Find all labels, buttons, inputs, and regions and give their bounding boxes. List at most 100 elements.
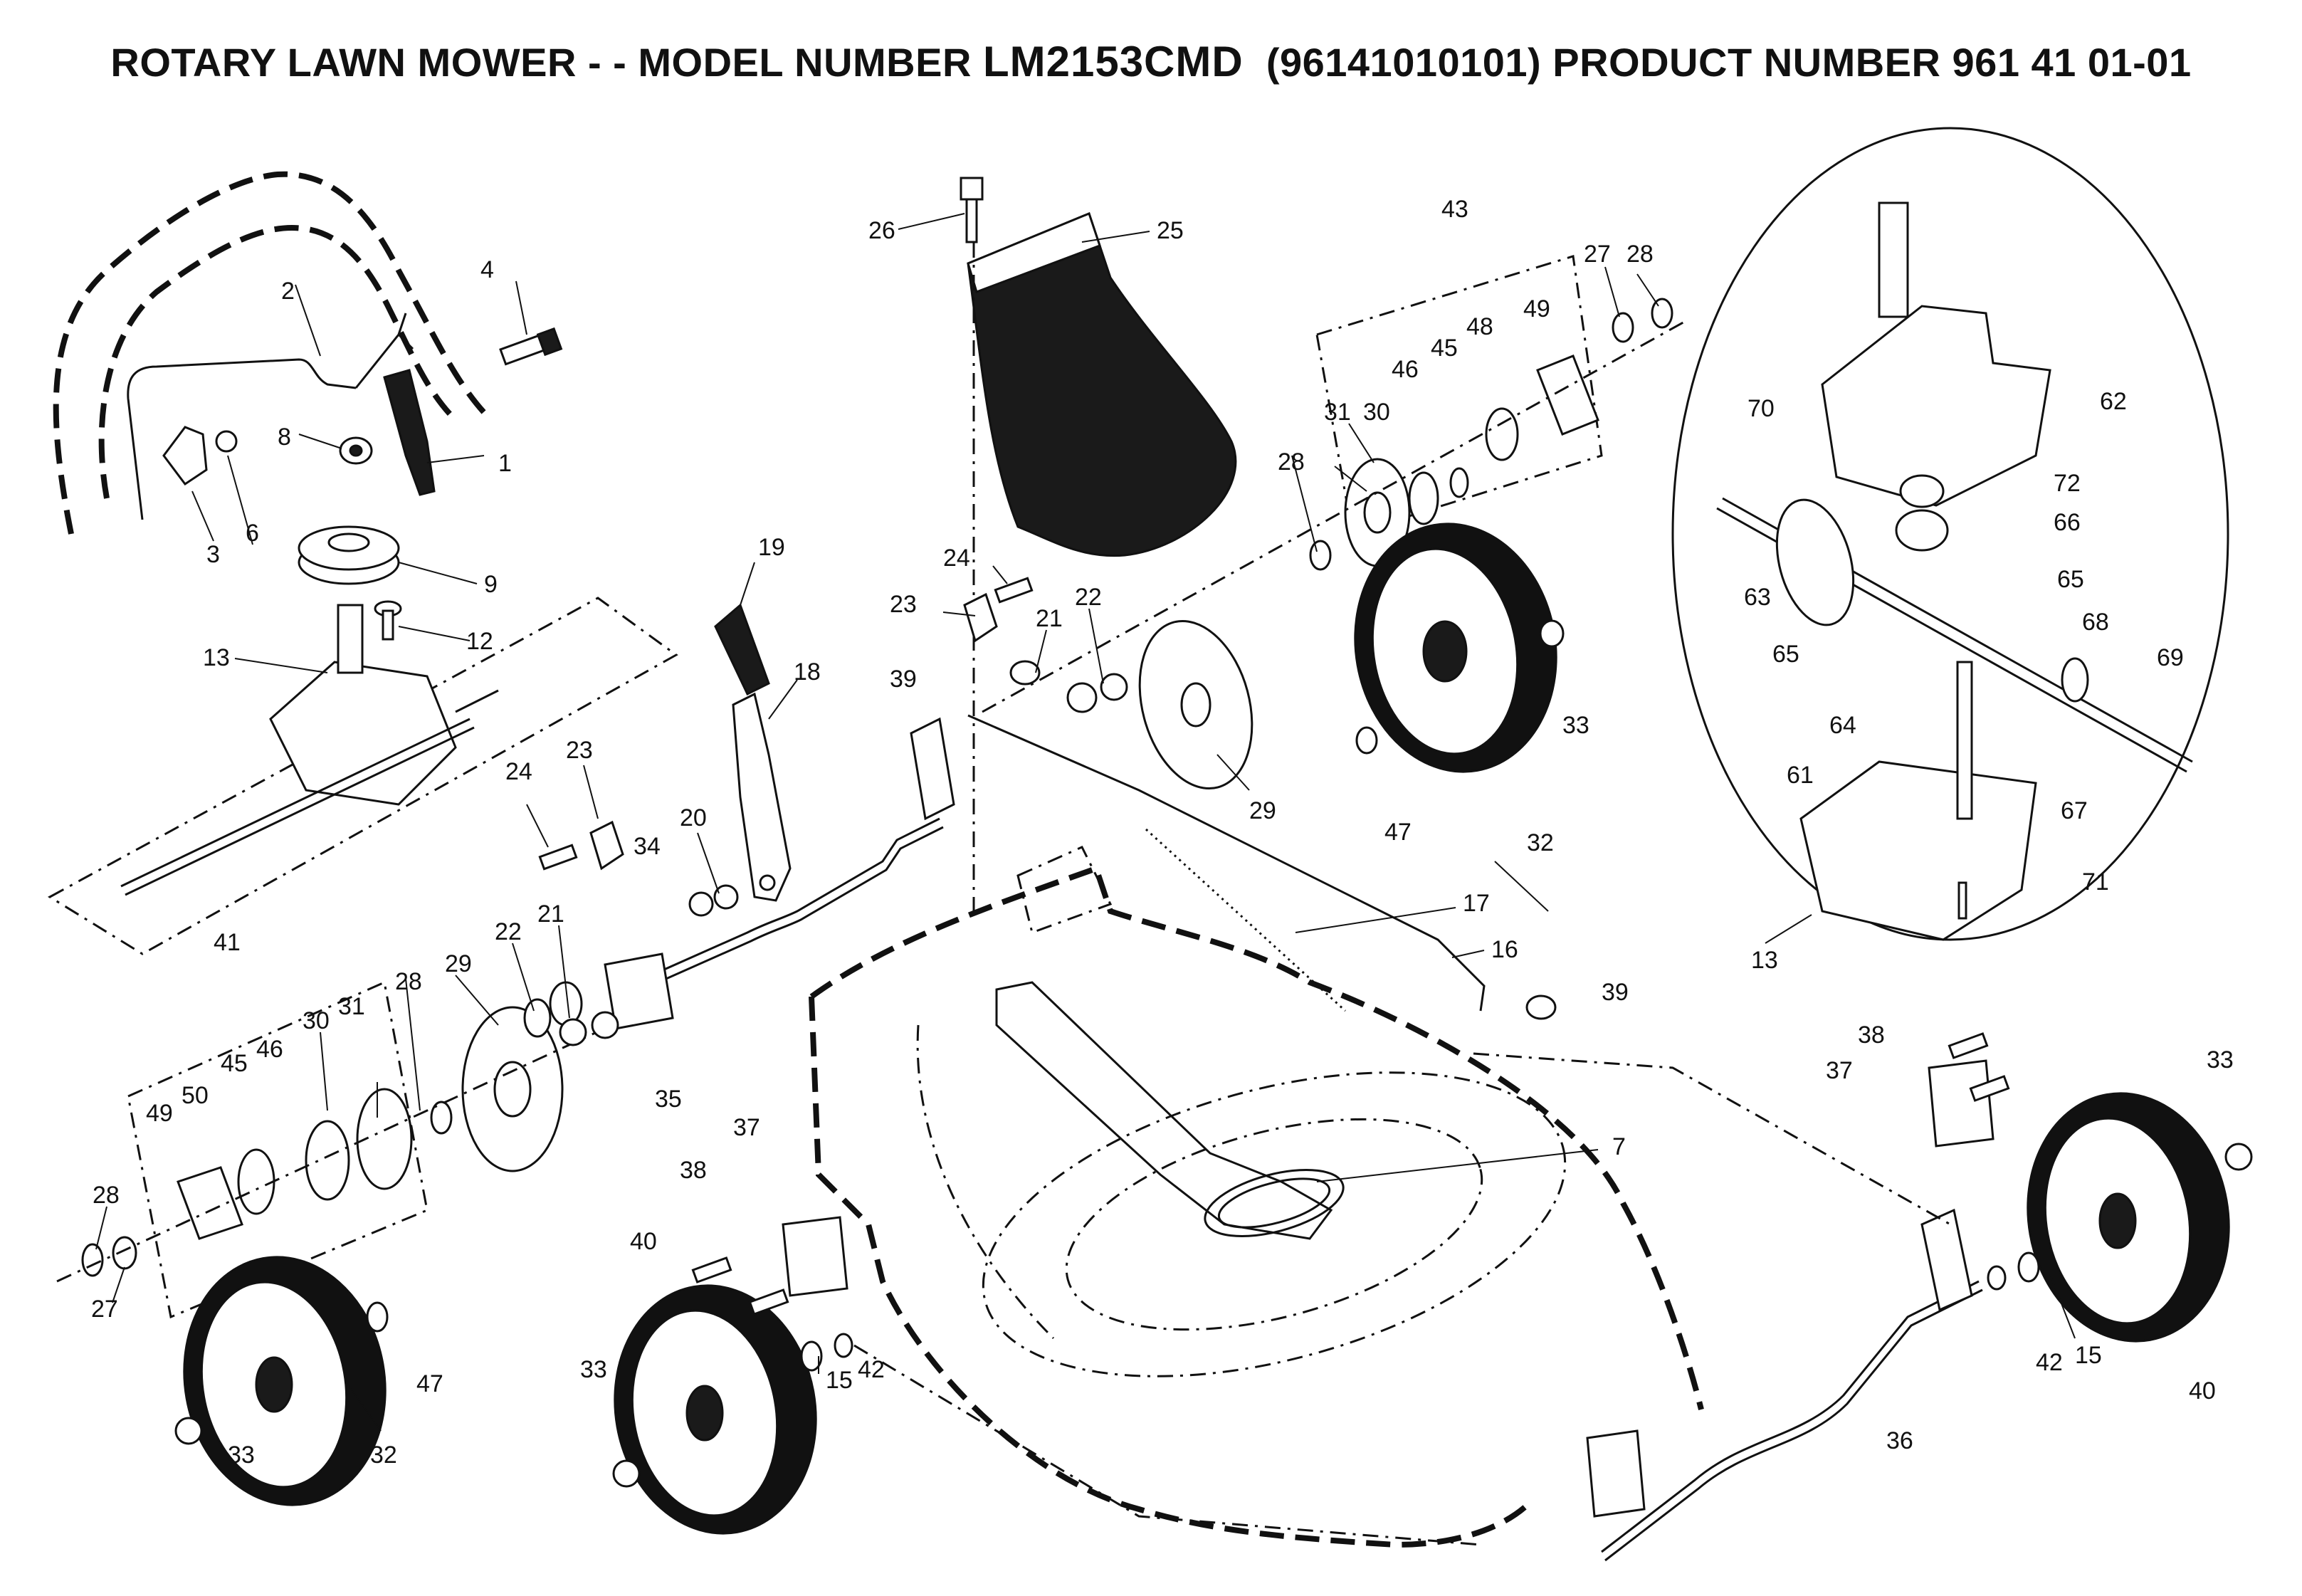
callout-45b: 45 (221, 1050, 248, 1077)
callout-29a: 29 (1249, 797, 1276, 824)
bolt-6 (215, 430, 238, 453)
wheel-assembly-43 (982, 255, 1688, 713)
callout-38a: 38 (1858, 1022, 1885, 1049)
wheel-40-left (612, 1284, 853, 1535)
callout-16: 16 (1491, 936, 1518, 963)
callout-13b: 13 (1751, 947, 1778, 974)
callout-8: 8 (278, 424, 291, 451)
callout-32a: 32 (1527, 829, 1554, 856)
rear-axle-35 (604, 717, 955, 1030)
callout-15a: 15 (826, 1367, 853, 1394)
callout-71: 71 (2082, 868, 2109, 896)
callout-20: 20 (680, 804, 707, 831)
callout-49b: 49 (146, 1100, 173, 1127)
gear-wheel-29-upper (1138, 619, 1254, 790)
callout-50: 50 (182, 1082, 209, 1109)
callout-22b: 22 (495, 918, 522, 945)
callout-42b: 42 (2036, 1349, 2063, 1376)
callout-48: 48 (1466, 313, 1493, 340)
callout-68: 68 (2082, 609, 2109, 636)
callout-17: 17 (1463, 890, 1490, 917)
callout-67: 67 (2061, 797, 2088, 824)
lever-18 (732, 692, 792, 902)
bail-handle (53, 171, 493, 535)
callout-41: 41 (214, 929, 241, 956)
grass-bag-25 (967, 212, 1237, 557)
callout-65a: 65 (2057, 566, 2084, 593)
small-parts-21-22 (559, 673, 1128, 1046)
front-axle-36 (1586, 1208, 1983, 1562)
callout-33a: 33 (1562, 712, 1589, 739)
callout-4: 4 (480, 256, 494, 283)
callout-43: 43 (1441, 196, 1468, 223)
callout-49a: 49 (1523, 295, 1550, 322)
callout-3: 3 (206, 541, 220, 568)
wheel-32-upper (1354, 523, 1565, 773)
callout-30a: 30 (1363, 399, 1390, 426)
wheel-40-right (1987, 1092, 2253, 1343)
callout-32b: 32 (370, 1442, 397, 1469)
callout-19: 19 (758, 534, 785, 561)
wheel-assembly-41 (56, 980, 613, 1319)
callout-39b: 39 (1602, 979, 1629, 1006)
callout-28c: 28 (395, 968, 422, 995)
callout-40b: 40 (2189, 1377, 2216, 1405)
bolt-26 (960, 177, 984, 243)
callout-63: 63 (1744, 584, 1771, 611)
front-axle-guide (853, 1052, 1951, 1546)
callout-31b: 31 (338, 993, 365, 1020)
callout-47b: 47 (416, 1370, 443, 1397)
transmission-inset (1671, 127, 2229, 941)
callout-29b: 29 (445, 950, 472, 977)
callout-46a: 46 (1392, 356, 1419, 383)
callout-27a: 27 (1584, 241, 1611, 268)
callout-7: 7 (1612, 1133, 1626, 1160)
callout-37a: 37 (1826, 1057, 1853, 1084)
callout-42a: 42 (858, 1356, 885, 1383)
callout-21b: 21 (537, 901, 564, 928)
callout-72: 72 (2054, 470, 2081, 497)
callout-23b: 23 (566, 737, 593, 764)
callout-28a: 28 (1626, 241, 1654, 268)
callout-36: 36 (1886, 1427, 1913, 1454)
bracket-37-right (1928, 1032, 2010, 1148)
callout-37b: 37 (733, 1114, 760, 1141)
callout-21a: 21 (1036, 605, 1063, 632)
bracket-37-left (691, 1216, 848, 1316)
pulley-9 (298, 525, 400, 585)
callout-28b: 28 (1278, 448, 1305, 476)
bracket-1 (383, 369, 436, 496)
callout-34: 34 (634, 833, 661, 860)
callout-33c: 33 (580, 1356, 607, 1383)
callout-65b: 65 (1772, 641, 1799, 668)
callout-18: 18 (794, 658, 821, 686)
callout-24b: 24 (505, 758, 532, 785)
model-number: LM2153CMD (982, 38, 1244, 85)
callout-22a: 22 (1075, 584, 1102, 611)
callout-35: 35 (655, 1086, 682, 1113)
wheel-32-lower (174, 1256, 389, 1506)
callout-61: 61 (1787, 762, 1814, 789)
callout-2: 2 (281, 278, 295, 305)
hardware-23-24-39 (538, 577, 1557, 1020)
callout-15b: 15 (2075, 1342, 2102, 1369)
callout-23a: 23 (890, 591, 917, 618)
screw-12 (374, 600, 402, 641)
callout-47a: 47 (1384, 819, 1412, 846)
title-prefix: ROTARY LAWN MOWER - - MODEL NUMBER (110, 40, 983, 85)
callout-40a: 40 (630, 1228, 657, 1255)
callout-64: 64 (1829, 712, 1856, 739)
grip-19 (714, 603, 770, 696)
callout-46b: 46 (256, 1036, 283, 1063)
callout-31a: 31 (1324, 399, 1351, 426)
callout-28d: 28 (93, 1182, 120, 1209)
callout-13a: 13 (203, 644, 230, 671)
callout-26: 26 (868, 217, 895, 244)
title-suffix: (96141010101) PRODUCT NUMBER 961 41 01-0… (1243, 40, 2192, 85)
callout-69: 69 (2157, 644, 2184, 671)
callout-12: 12 (466, 628, 493, 655)
callout-24a: 24 (943, 545, 970, 572)
callout-33b: 33 (228, 1442, 255, 1469)
nut-8 (339, 436, 373, 465)
